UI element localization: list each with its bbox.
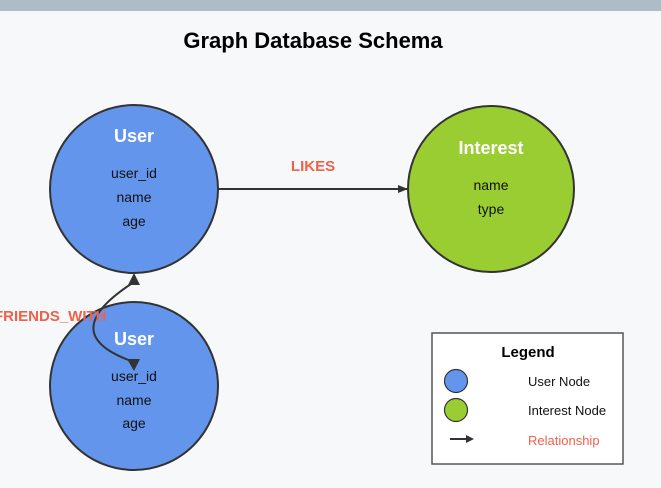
top-bar (0, 0, 661, 11)
node-property: name (116, 392, 151, 408)
node-property: user_id (111, 165, 157, 181)
relationship-label-friends-with: FRIENDS_WITH (0, 308, 107, 325)
node-label: Interest (458, 138, 523, 158)
legend-label-user-node: User Node (528, 374, 590, 389)
node-property: user_id (111, 368, 157, 384)
legend-label-relationship: Relationship (528, 433, 600, 448)
legend-label-interest-node: Interest Node (528, 403, 606, 418)
arrowhead-up-icon (128, 273, 140, 285)
arrowhead-down-icon (127, 359, 140, 371)
node-interest[interactable]: Interest name type (407, 105, 575, 273)
user-node-circle (49, 301, 219, 471)
edge-friends-with (92, 281, 135, 363)
relationship-label-likes: LIKES (291, 158, 335, 175)
legend-interest-node-swatch (443, 397, 469, 423)
legend-arrowhead-icon (466, 435, 474, 443)
page-title: Graph Database Schema (183, 28, 443, 53)
node-property: name (116, 189, 151, 205)
node-user-a[interactable]: User user_id name age (49, 104, 219, 274)
node-property: age (122, 415, 146, 431)
legend-user-node-swatch (443, 368, 469, 394)
interest-node-circle (407, 105, 575, 273)
node-label: User (114, 126, 154, 146)
node-label: User (114, 329, 154, 349)
legend: Legend User Node Interest Node Relations… (431, 332, 624, 465)
node-property: type (478, 201, 505, 217)
node-property: age (122, 213, 146, 229)
legend-title: Legend (501, 344, 554, 361)
legend-box (431, 332, 624, 465)
node-user-b[interactable]: User user_id name age (49, 301, 219, 471)
node-property: name (473, 177, 508, 193)
